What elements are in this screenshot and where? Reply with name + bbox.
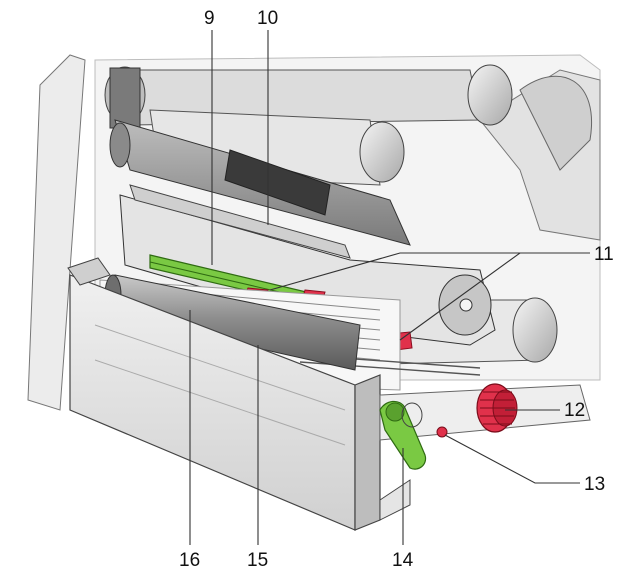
red-adjustment-knob: [476, 383, 518, 433]
ribbon-shaft-upper: [104, 64, 513, 129]
callout-11: 11: [594, 244, 614, 265]
green-release-lever: [379, 400, 427, 470]
printhead-carrier: [109, 119, 411, 246]
leader-11b: [399, 252, 590, 341]
callout-10: 10: [257, 8, 278, 29]
red-screw: [436, 426, 448, 438]
callout-15: 15: [247, 550, 268, 571]
callout-13: 13: [584, 474, 605, 495]
callout-16: 16: [179, 550, 200, 571]
leader-lines: [189, 30, 590, 545]
callout-9: 9: [204, 8, 215, 29]
callout-14: 14: [392, 550, 414, 571]
leader-13: [444, 434, 580, 484]
printhead-assembly: [119, 184, 496, 346]
callout-12: 12: [564, 400, 585, 421]
